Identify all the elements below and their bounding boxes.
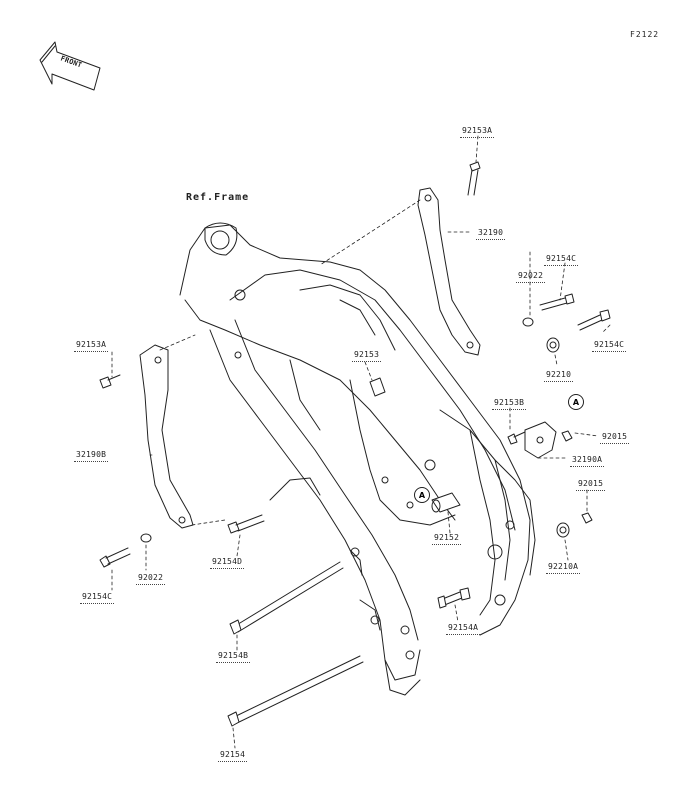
callout-a-upper: A <box>568 394 584 410</box>
bracket-32190A <box>524 421 557 459</box>
label-92153-center: 92153 <box>352 350 382 362</box>
nut-92015-a <box>561 430 573 442</box>
label-92015-a: 92015 <box>600 432 630 444</box>
label-92153A-top: 92153A <box>460 126 495 138</box>
label-92210: 92210 <box>544 370 574 382</box>
front-arrow-icon <box>39 41 101 91</box>
label-92154A: 92154A <box>446 623 481 635</box>
nut-92210 <box>546 337 560 353</box>
label-92154D: 92154D <box>210 557 245 569</box>
nut-92015-b <box>581 512 593 524</box>
label-92154C-left: 92154C <box>80 592 115 604</box>
callout-a-lower: A <box>414 487 430 503</box>
label-32190A: 32190A <box>570 455 605 467</box>
bolt-92153A-left <box>99 374 121 389</box>
bracket-32190B <box>139 344 194 529</box>
label-92154B: 92154B <box>216 651 251 663</box>
bolt-92153B <box>507 431 526 445</box>
bolt-92153-center <box>369 377 386 397</box>
washer-92022-right <box>522 317 534 327</box>
label-92153A-left: 92153A <box>74 340 109 352</box>
bracket-32190 <box>417 187 481 356</box>
shaft-92154B <box>229 561 344 635</box>
collar-92152 <box>431 492 461 513</box>
main-frame <box>179 222 536 696</box>
label-92154C-right-top: 92154C <box>544 254 579 266</box>
bolt-92154C-right <box>577 309 611 331</box>
label-92210A: 92210A <box>546 562 581 574</box>
label-92154C-right: 92154C <box>592 340 627 352</box>
bolt-92154D <box>227 514 265 534</box>
label-92154: 92154 <box>218 750 248 762</box>
diagram-code: F2122 <box>630 30 660 39</box>
leader-lines <box>111 135 611 749</box>
bolt-92154C-left <box>99 547 131 568</box>
shaft-92154 <box>227 655 364 727</box>
bolt-92153A-top <box>467 161 481 196</box>
bolt-92154C-right-top <box>539 293 575 311</box>
bolt-92154A <box>437 587 471 609</box>
label-32190B: 32190B <box>74 450 109 462</box>
label-92015-b: 92015 <box>576 479 606 491</box>
label-92022-right: 92022 <box>516 271 546 283</box>
label-92152: 92152 <box>432 533 462 545</box>
label-92022-left: 92022 <box>136 573 166 585</box>
washer-92022-left <box>140 533 152 543</box>
nut-92210A <box>556 522 570 538</box>
ref-frame-title: Ref.Frame <box>186 192 250 203</box>
label-92153B: 92153B <box>492 398 527 410</box>
label-32190: 32190 <box>476 228 506 240</box>
